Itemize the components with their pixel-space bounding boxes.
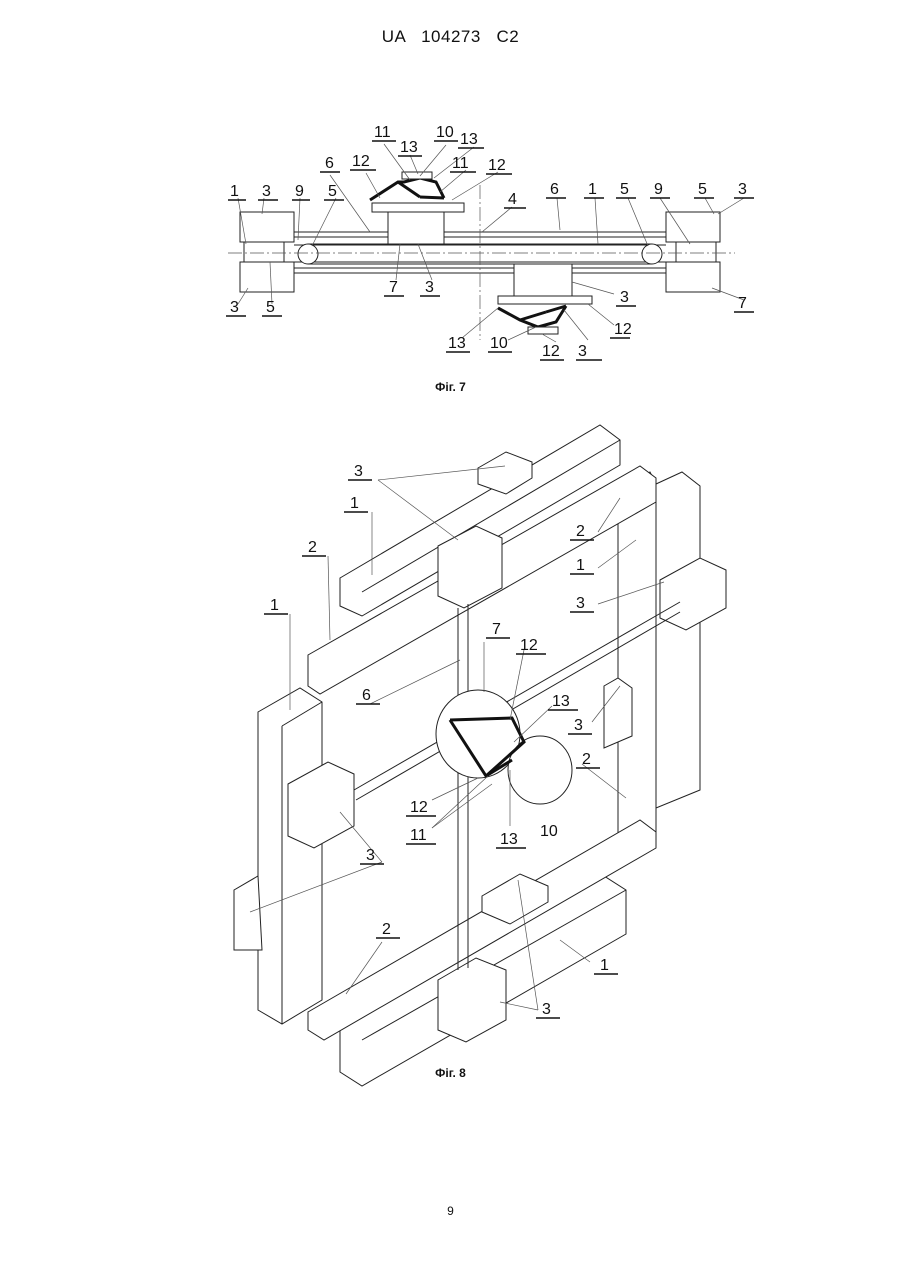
fig8-label: 2 bbox=[576, 523, 585, 540]
fig8-label: 12 bbox=[410, 799, 428, 816]
fig8-label: 2 bbox=[308, 539, 317, 556]
fig8-label: 3 bbox=[354, 463, 363, 480]
fig8-label: 13 bbox=[552, 693, 570, 710]
fig8-label: 2 bbox=[582, 751, 591, 768]
fig8-label: 13 bbox=[500, 831, 518, 848]
fig8-label: 7 bbox=[492, 621, 501, 638]
fig8-label: 3 bbox=[576, 595, 585, 612]
fig8-label: 3 bbox=[366, 847, 375, 864]
fig8-label: 1 bbox=[270, 597, 279, 614]
page-number: 9 bbox=[0, 1204, 901, 1218]
fig8-label: 11 bbox=[410, 827, 427, 844]
fig8-label: 12 bbox=[520, 637, 538, 654]
fig8-label: 1 bbox=[600, 957, 609, 974]
fig8-label: 1 bbox=[350, 495, 359, 512]
fig8-label: 1 bbox=[576, 557, 585, 574]
fig8-label: 3 bbox=[574, 717, 583, 734]
fig8-label: 10 bbox=[540, 823, 558, 840]
figure-8-caption: Фіг. 8 bbox=[0, 1066, 901, 1080]
fig8-label: 3 bbox=[542, 1001, 551, 1018]
fig8-label: 2 bbox=[382, 921, 391, 938]
fig8-label: 6 bbox=[362, 687, 371, 704]
